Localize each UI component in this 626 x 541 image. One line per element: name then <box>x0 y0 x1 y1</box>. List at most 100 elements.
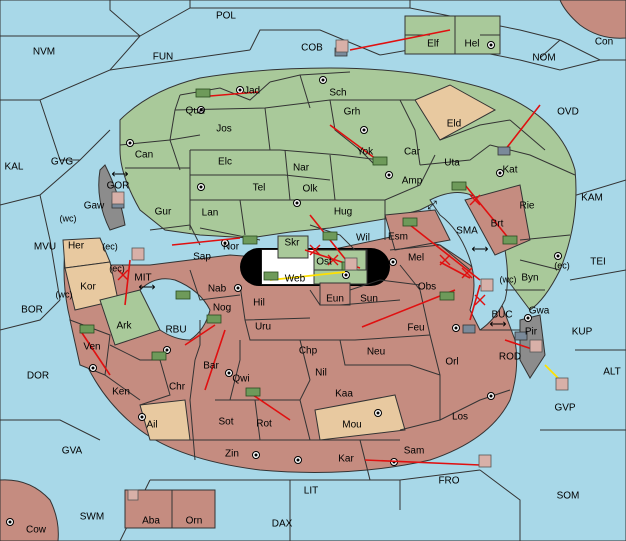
label-hug: Hug <box>334 207 352 218</box>
label-gvp: GVP <box>554 403 575 414</box>
label-nar: Nar <box>293 163 310 174</box>
label-eun: Eun <box>326 294 344 305</box>
label-los: Los <box>452 412 468 423</box>
coast-annotation-ec: (ec) <box>102 241 118 251</box>
label-hel: Hel <box>464 39 479 50</box>
label-rie: Rie <box>519 201 534 212</box>
label-sot: Sot <box>218 417 233 428</box>
label-gor: GOR <box>107 181 130 192</box>
label-grh: Grh <box>344 107 361 118</box>
coast-annotation-ec: (ec) <box>109 263 125 273</box>
label-gaw: Gaw <box>84 201 105 212</box>
label-nvm: NVM <box>33 47 55 58</box>
region-aba-orn[interactable] <box>124 489 216 529</box>
coast-annotation-wc: (wc) <box>56 289 73 299</box>
label-kup: KUP <box>572 327 593 338</box>
svg-text:⟷: ⟷ <box>111 167 128 181</box>
label-elc: Elc <box>218 157 232 168</box>
label-mou: Mou <box>342 420 361 431</box>
svg-text:⟷: ⟷ <box>471 242 488 256</box>
label-jad: Jad <box>244 86 260 97</box>
label-car: Car <box>404 147 421 158</box>
label-rot: Rot <box>256 419 272 430</box>
label-uta: Uta <box>444 158 460 169</box>
label-nil: Nil <box>315 368 327 379</box>
coast-annotation-ec: (ec) <box>554 260 570 270</box>
region-mou[interactable] <box>314 394 406 441</box>
label-ken: Ken <box>112 387 130 398</box>
label-pol: POL <box>216 11 236 22</box>
label-aba: Aba <box>142 516 160 527</box>
label-chp: Chp <box>299 346 318 357</box>
label-kar: Kar <box>338 454 354 465</box>
region-cow[interactable] <box>0 479 59 541</box>
label-mit: MIT <box>134 273 151 284</box>
label-gva: GVA <box>62 446 83 457</box>
coast-annotation-wc: (wc) <box>60 213 77 223</box>
label-pir: Pir <box>525 327 538 338</box>
label-byn: Byn <box>521 273 538 284</box>
label-cow: Cow <box>26 525 47 536</box>
supply-centers <box>6 41 562 526</box>
label-brt: Brt <box>491 219 504 230</box>
label-kat: Kat <box>502 165 517 176</box>
order-x-markers <box>117 194 486 306</box>
label-kam: KAM <box>581 193 603 204</box>
label-hil: Hil <box>253 298 265 309</box>
label-eld: Eld <box>447 119 461 130</box>
label-lit: LIT <box>304 486 318 497</box>
label-zin: Zin <box>225 449 239 460</box>
label-wil: Wil <box>356 233 370 244</box>
supply-boxes <box>111 39 569 501</box>
label-her: Her <box>68 241 85 252</box>
region-con[interactable] <box>559 0 626 39</box>
label-rod: ROD <box>499 352 521 363</box>
label-dor: DOR <box>27 371 49 382</box>
label-sun: Sun <box>360 294 378 305</box>
label-nog: Nog <box>213 303 231 314</box>
label-feu: Feu <box>407 323 424 334</box>
label-som: SOM <box>557 491 580 502</box>
label-jos: Jos <box>216 124 232 135</box>
label-chr: Chr <box>169 382 186 393</box>
label-neu: Neu <box>367 347 385 358</box>
svg-text:⟷: ⟷ <box>489 317 506 331</box>
label-nor: Nor <box>223 242 240 253</box>
label-qwi: Qwi <box>232 374 249 385</box>
label-lan: Lan <box>202 208 219 219</box>
label-ark: Ark <box>117 321 133 332</box>
label-mel: Mel <box>408 253 424 264</box>
label-bor: BOR <box>21 305 43 316</box>
label-con: Con <box>595 37 613 48</box>
label-rbu: RBU <box>165 325 186 336</box>
label-alt: ALT <box>603 367 621 378</box>
label-fro: FRO <box>438 476 459 487</box>
label-dax: DAX <box>272 519 293 530</box>
label-tei: TEI <box>590 257 606 268</box>
label-swm: SWM <box>80 512 104 523</box>
label-amp: Amp <box>402 176 423 187</box>
coast-annotation-wc: (wc) <box>500 274 517 284</box>
label-fun: FUN <box>153 52 174 63</box>
label-skr: Skr <box>285 238 301 249</box>
label-qua: Qua <box>186 106 205 117</box>
label-obs: Obs <box>418 282 436 293</box>
label-olk: Olk <box>303 184 319 195</box>
label-ost: Ost <box>316 257 332 268</box>
label-kal: KAL <box>5 162 24 173</box>
label-nab: Nab <box>208 284 227 295</box>
label-orn: Orn <box>186 516 203 527</box>
label-ail: Ail <box>146 420 157 431</box>
label-gur: Gur <box>155 207 172 218</box>
region-eld[interactable] <box>414 84 497 141</box>
label-ven: Ven <box>83 342 100 353</box>
region-skr[interactable] <box>277 235 309 259</box>
label-elf: Elf <box>427 39 439 50</box>
label-gvg: GVG <box>51 157 73 168</box>
label-uru: Uru <box>255 322 271 333</box>
label-ovd: OVD <box>557 107 579 118</box>
svg-text:⟷: ⟷ <box>138 280 155 294</box>
